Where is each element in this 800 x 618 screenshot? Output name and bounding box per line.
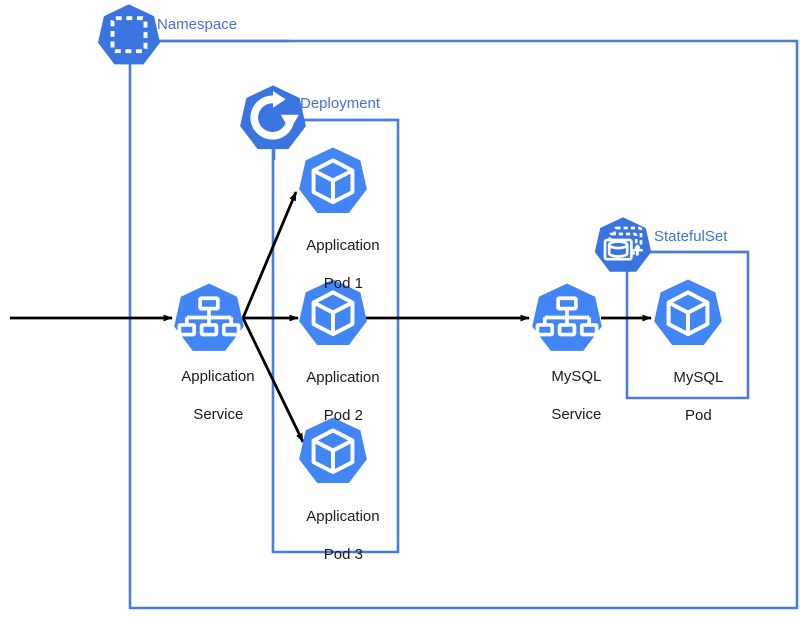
mysql-service-icon <box>532 283 602 351</box>
statefulset-icon <box>594 217 652 272</box>
application-service-icon <box>174 283 244 351</box>
mysql-pod-icon <box>654 279 722 345</box>
deployment-icon <box>240 85 306 150</box>
application-pod-2-icon <box>299 279 367 345</box>
edge-application-service-to-pod-3 <box>241 317 305 443</box>
group-leader-lines <box>148 39 748 254</box>
application-pod-3-icon <box>299 417 367 483</box>
edge-application-service-to-pod-1 <box>241 191 298 319</box>
namespace-icon <box>97 4 161 65</box>
application-pod-1-icon <box>299 147 367 213</box>
